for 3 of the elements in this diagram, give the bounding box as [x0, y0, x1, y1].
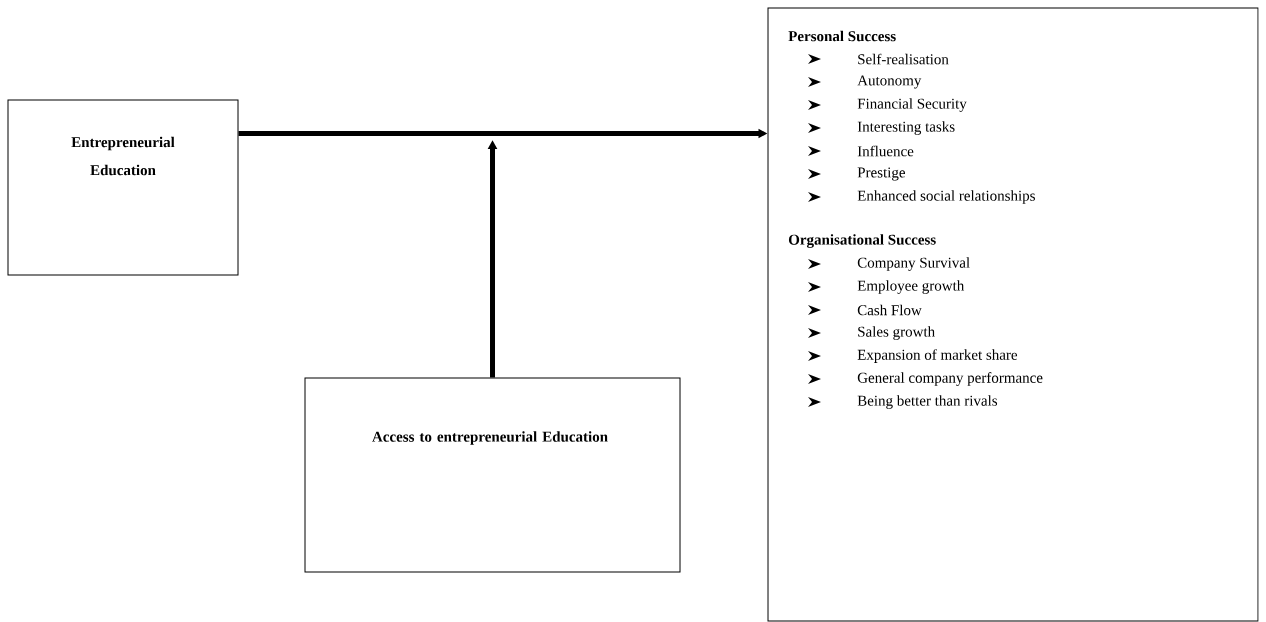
process-box: Entrepreneurial Education [7, 99, 239, 276]
outcome-box: Personal Success Self-realisation Autonomy Financial Security Interesting tasks Influence Prestige Enhanced social relationships Organisational Success Company Survival Employee growth Cash Flow Sales growth Expansion of market share General company performance Being better than rivals [767, 7, 1259, 622]
process-box: Access to entrepreneurial Education [304, 377, 681, 573]
